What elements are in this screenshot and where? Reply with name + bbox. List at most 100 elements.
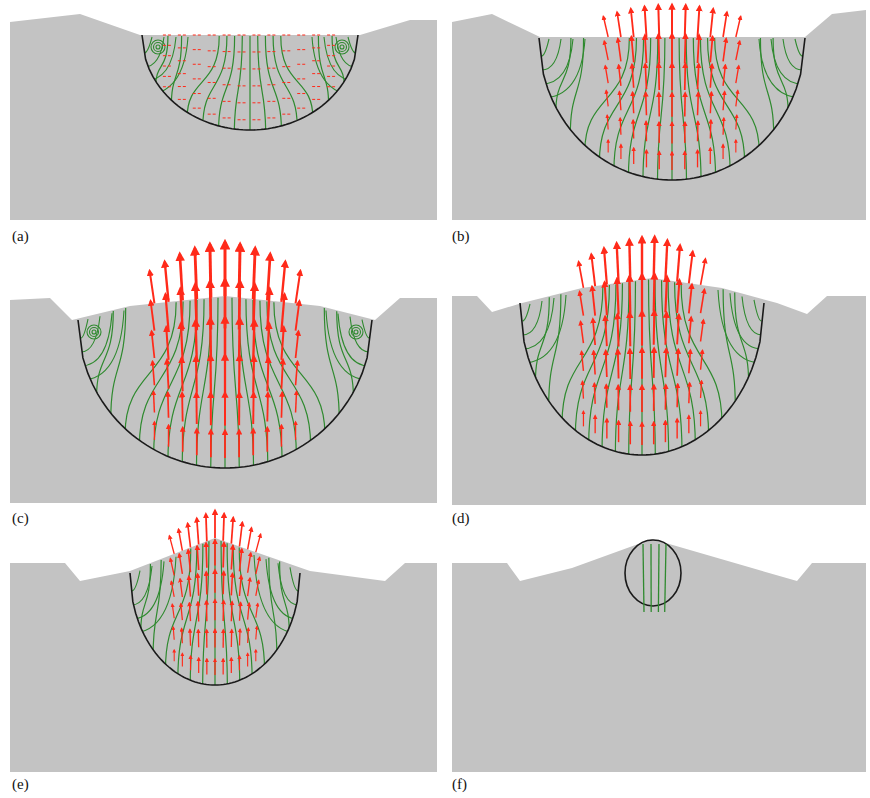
velocity-arrow xyxy=(658,34,661,63)
velocity-arrow xyxy=(641,237,643,279)
velocity-arrow xyxy=(671,34,673,63)
velocity-arrow xyxy=(182,428,184,452)
velocity-arrow xyxy=(206,659,207,675)
velocity-arrow xyxy=(238,356,241,394)
velocity-arrow xyxy=(163,55,173,56)
velocity-arrow xyxy=(665,240,667,279)
velocity-arrow xyxy=(165,262,169,302)
velocity-arrow xyxy=(281,360,283,389)
velocity-arrow xyxy=(297,35,307,36)
velocity-arrow xyxy=(252,68,262,69)
velocity-arrow xyxy=(604,41,608,60)
velocity-arrow xyxy=(197,518,199,544)
velocity-arrow xyxy=(208,114,218,115)
velocity-arrow xyxy=(167,393,169,418)
velocity-arrow xyxy=(677,245,680,281)
velocity-arrow xyxy=(297,49,307,50)
streamline xyxy=(81,316,100,352)
velocity-arrow xyxy=(255,627,257,640)
vortex xyxy=(154,43,163,52)
velocity-arrow xyxy=(252,102,262,103)
velocity-arrow xyxy=(163,86,173,87)
velocity-arrow xyxy=(701,350,703,369)
streamline xyxy=(219,36,235,132)
velocity-arrow xyxy=(282,35,292,36)
velocity-arrow xyxy=(209,356,212,394)
velocity-arrow xyxy=(178,73,188,74)
velocity-arrow xyxy=(297,108,307,109)
velocity-arrow xyxy=(282,66,292,67)
velocity-arrow xyxy=(181,604,183,620)
velocity-arrow xyxy=(238,430,240,457)
velocity-arrow xyxy=(178,47,188,48)
velocity-arrow xyxy=(701,259,706,285)
velocity-arrow xyxy=(223,35,233,36)
pool-boundary xyxy=(625,540,681,606)
streamline xyxy=(730,293,762,349)
velocity-arrow xyxy=(222,630,224,648)
streamline xyxy=(267,301,311,446)
velocity-arrow xyxy=(163,76,173,77)
velocity-arrow xyxy=(677,315,679,345)
velocity-arrow xyxy=(607,115,609,129)
velocity-arrow xyxy=(267,358,268,391)
velocity-arrow xyxy=(594,384,596,404)
velocity-arrow xyxy=(168,425,170,446)
velocity-arrow xyxy=(181,629,183,644)
velocity-arrow xyxy=(182,653,183,666)
velocity-arrow xyxy=(193,49,203,50)
velocity-arrow xyxy=(658,122,660,143)
velocity-arrow xyxy=(214,510,216,538)
velocity-arrow xyxy=(208,50,218,51)
velocity-arrow xyxy=(312,47,322,48)
streamline xyxy=(795,39,802,56)
velocity-arrow xyxy=(208,35,218,36)
streamline xyxy=(187,36,219,118)
streamline xyxy=(132,571,140,591)
velocity-arrow xyxy=(700,381,702,398)
vortex xyxy=(349,325,363,339)
velocity-arrow xyxy=(208,98,218,99)
velocity-arrow xyxy=(154,422,155,440)
velocity-arrow xyxy=(327,35,337,36)
velocity-arrow xyxy=(617,386,619,411)
streamline xyxy=(221,541,227,690)
velocity-arrow xyxy=(224,430,226,458)
pool-panel xyxy=(10,242,437,503)
velocity-arrow xyxy=(722,118,724,135)
velocity-arrow xyxy=(231,658,232,673)
streamline xyxy=(144,37,176,81)
streamline xyxy=(783,39,802,70)
velocity-arrow xyxy=(618,39,621,62)
panel-label: (a) xyxy=(12,228,29,245)
velocity-arrows xyxy=(150,242,301,458)
velocity-arrow xyxy=(582,382,584,399)
streamline xyxy=(650,544,652,612)
velocity-arrow xyxy=(238,244,242,297)
velocity-arrow xyxy=(182,358,183,391)
velocity-arrow xyxy=(223,51,233,52)
velocity-arrow xyxy=(231,518,233,544)
streamline xyxy=(281,36,313,118)
velocity-arrow xyxy=(193,64,203,65)
streamline xyxy=(742,297,762,335)
streamline xyxy=(178,546,197,680)
streamline xyxy=(643,544,644,612)
velocity-arrow xyxy=(327,86,337,87)
velocity-arrow xyxy=(267,254,270,300)
velocity-arrow xyxy=(163,66,173,67)
streamline xyxy=(549,294,561,407)
velocity-arrow xyxy=(581,322,584,344)
velocity-arrow xyxy=(222,514,225,541)
velocity-arrow xyxy=(267,35,277,36)
velocity-arrow xyxy=(195,248,197,299)
velocity-arrow xyxy=(266,393,268,422)
velocity-arrow xyxy=(671,93,673,117)
velocity-arrow xyxy=(645,93,647,115)
velocity-arrow xyxy=(231,546,233,570)
velocity-arrow xyxy=(684,64,686,90)
velocity-arrow xyxy=(698,35,700,63)
velocity-arrow xyxy=(181,393,183,422)
velocity-arrow xyxy=(677,280,679,313)
velocity-arrow xyxy=(297,64,307,65)
